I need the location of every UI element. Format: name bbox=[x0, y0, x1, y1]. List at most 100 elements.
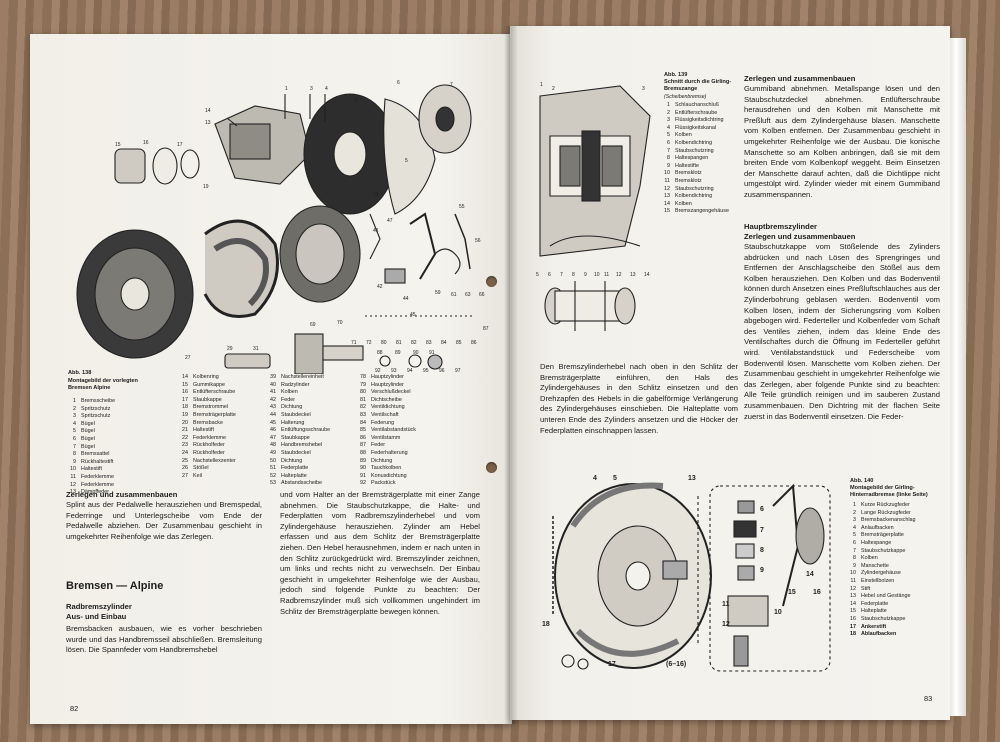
part-number: 22 bbox=[182, 434, 188, 441]
part-number: 9 bbox=[667, 162, 670, 169]
part-number: 3 bbox=[667, 117, 670, 124]
part-name: Haltestifte bbox=[675, 162, 699, 169]
part-name: Lange Rückzugfeder bbox=[861, 509, 911, 516]
figure-callout: 27 bbox=[185, 355, 191, 361]
part-name: Konusdichtung bbox=[371, 472, 407, 479]
figure-callout: 5 bbox=[536, 272, 539, 278]
figure-callout: 2 bbox=[552, 86, 555, 92]
part-number: 6 bbox=[667, 139, 670, 146]
figure-callout: 14 bbox=[806, 571, 814, 578]
figure-callout: 13 bbox=[688, 475, 696, 482]
column-text: und vom Halter an der Bremsträgerplatte … bbox=[280, 490, 480, 616]
part-number: 24 bbox=[182, 449, 188, 456]
figure-callout: 16 bbox=[813, 589, 821, 596]
part-name: Federhalterung bbox=[371, 449, 408, 456]
part-number: 17 bbox=[182, 396, 188, 403]
part-number: 80 bbox=[360, 389, 366, 396]
part-name: Kolbenring bbox=[193, 374, 219, 380]
part-number: 15 bbox=[182, 381, 188, 388]
figure-callout: 61 bbox=[451, 292, 457, 298]
fig140-caption-title: Abb. 140 bbox=[850, 478, 874, 484]
part-number: 9 bbox=[73, 458, 76, 465]
part-name: Spritzschutz bbox=[81, 413, 111, 420]
part-number: 12 bbox=[850, 585, 856, 592]
part-number: 47 bbox=[270, 434, 276, 441]
part-name: Dichtscheibe bbox=[371, 396, 402, 403]
figure-callout: 11 bbox=[604, 272, 609, 278]
parts-list-row: 15 Gummikappe bbox=[178, 382, 236, 390]
figure-callout: 90 bbox=[413, 350, 419, 356]
part-number: 40 bbox=[270, 381, 276, 388]
part-number: 16 bbox=[182, 389, 188, 396]
section-text: Bremsbacken ausbauen, wie es vorher besc… bbox=[66, 624, 262, 655]
part-number: 51 bbox=[270, 465, 276, 472]
part-number: 25 bbox=[182, 457, 188, 464]
part-number: 1 bbox=[853, 502, 856, 508]
figure-caption-title: Abb. 138 bbox=[68, 370, 92, 376]
fig139-caption-title: Abb. 139 bbox=[664, 72, 688, 78]
part-name: Haltestift bbox=[193, 427, 214, 434]
part-name: Staubschutzkappe bbox=[861, 615, 906, 622]
figure-callout: 19 bbox=[203, 184, 209, 190]
figure-callout: 55 bbox=[459, 204, 465, 210]
part-number: 5 bbox=[667, 132, 670, 139]
figure-callout: 96 bbox=[439, 368, 445, 374]
part-number: 84 bbox=[360, 419, 366, 426]
section-heading: Zerlegen und zusammenbauen bbox=[66, 490, 178, 499]
part-name: Bremsklotz bbox=[675, 177, 702, 184]
section-text: Staubschutzkappe vom Stößelende des Zyli… bbox=[744, 242, 940, 421]
figure-callout: 4 bbox=[325, 86, 328, 92]
part-number: 90 bbox=[360, 465, 366, 472]
figure-callout: 6 bbox=[397, 80, 400, 86]
part-name: Staubschutzkappe bbox=[861, 547, 906, 554]
part-name: Federklemme bbox=[81, 473, 114, 480]
page-number: 82 bbox=[70, 704, 79, 713]
part-number: 23 bbox=[182, 442, 188, 449]
figure-callout: 1 bbox=[540, 82, 543, 88]
part-name: Staubdeckel bbox=[281, 411, 311, 418]
part-number: 12 bbox=[664, 185, 670, 192]
part-number: 13 bbox=[70, 489, 76, 496]
part-name: Gummikappe bbox=[193, 381, 226, 388]
part-name: Halteplatte bbox=[281, 472, 307, 479]
part-name: Bremsbacke bbox=[193, 419, 223, 426]
figure-callout: 87 bbox=[483, 326, 489, 332]
figure-callout: 41 bbox=[373, 228, 379, 234]
part-number: 49 bbox=[270, 449, 276, 456]
figure-callout: 48 bbox=[373, 192, 379, 198]
part-name: Bremssattel bbox=[81, 451, 110, 458]
part-number: 13 bbox=[850, 593, 856, 600]
figure-callout: 13 bbox=[205, 120, 211, 126]
figure-callout: 14 bbox=[644, 272, 650, 278]
figure-callout: 16 bbox=[143, 140, 149, 146]
section-heading: Hauptbremszylinder bbox=[744, 222, 818, 231]
brand-heading: Bremsen — Alpine bbox=[66, 580, 164, 592]
figure-callout: 8 bbox=[355, 98, 358, 104]
